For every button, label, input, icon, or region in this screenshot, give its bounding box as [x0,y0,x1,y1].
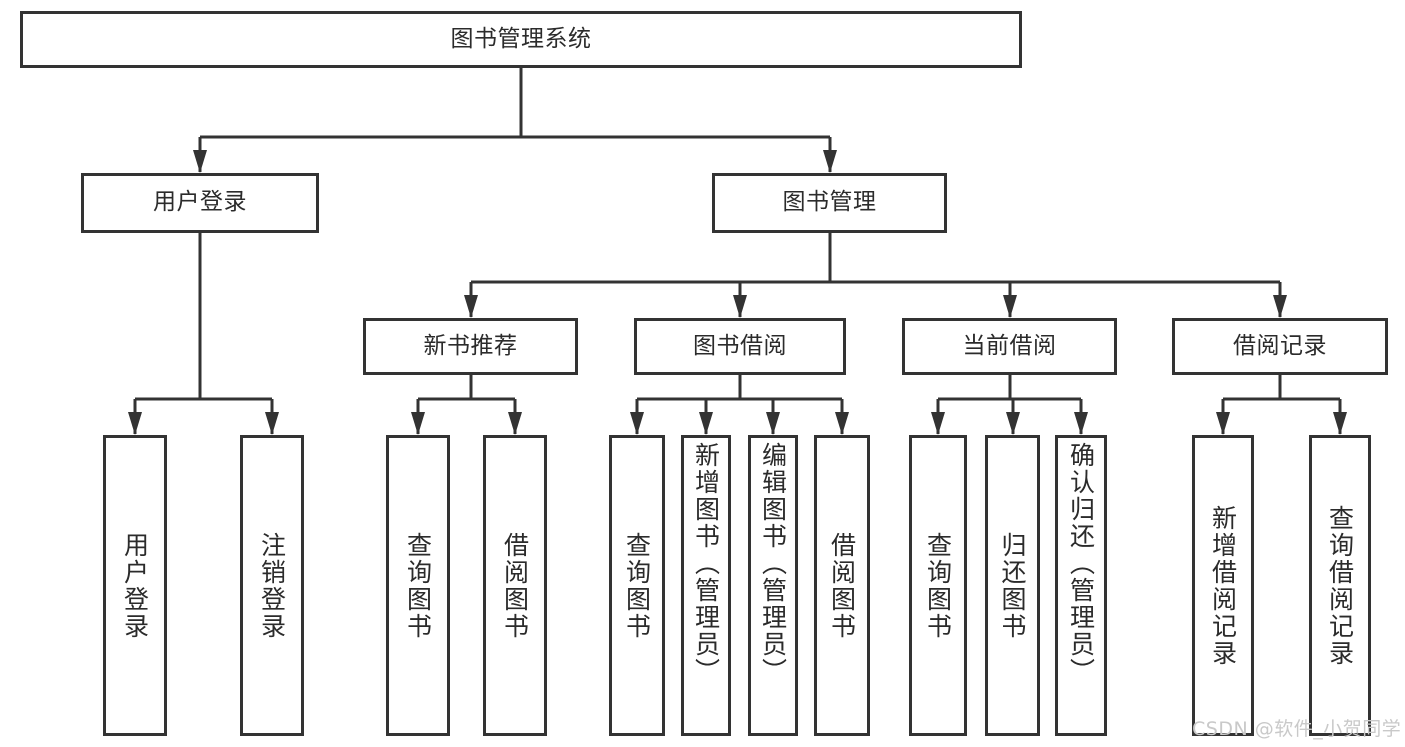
node-leaf-query-book-2[interactable]: 查询图书 [609,435,665,736]
node-leaf-query-book-3[interactable]: 查询图书 [909,435,967,736]
node-label: 归还图书 [998,531,1027,640]
node-label: 当前借阅 [962,332,1057,359]
node-label: 查询借阅记录 [1325,504,1355,667]
node-label: 注销登录 [257,531,287,640]
node-label: 图书借阅 [693,332,787,359]
node-label: 编辑图书（管理员） [758,442,788,685]
node-new-book-rec[interactable]: 新书推荐 [363,318,578,375]
node-book-manage[interactable]: 图书管理 [712,173,947,233]
node-current-borrow[interactable]: 当前借阅 [902,318,1117,375]
node-label: 查询图书 [923,531,953,640]
node-label: 用户登录 [120,531,150,640]
node-borrow-record[interactable]: 借阅记录 [1172,318,1388,375]
node-label: 新增图书（管理员） [691,442,721,685]
node-leaf-add-record[interactable]: 新增借阅记录 [1192,435,1254,736]
node-leaf-query-record[interactable]: 查询借阅记录 [1309,435,1371,736]
node-label: 新书推荐 [423,332,518,359]
node-leaf-logout[interactable]: 注销登录 [240,435,304,736]
node-leaf-return-book[interactable]: 归还图书 [985,435,1040,736]
node-label: 新增借阅记录 [1208,504,1238,667]
node-leaf-user-login[interactable]: 用户登录 [103,435,167,736]
node-label: 确认归还（管理员） [1066,442,1096,685]
watermark-text: CSDN @软件_小贺同学 [1192,718,1402,740]
node-root[interactable]: 图书管理系统 [20,11,1022,68]
node-user-login[interactable]: 用户登录 [81,173,319,233]
node-book-borrow[interactable]: 图书借阅 [634,318,846,375]
node-label: 借阅图书 [827,531,857,640]
node-label: 借阅记录 [1233,332,1327,359]
node-label: 借阅图书 [500,531,530,640]
node-label: 图书管理 [782,189,877,216]
node-leaf-query-book-1[interactable]: 查询图书 [386,435,450,736]
node-leaf-borrow-book-2[interactable]: 借阅图书 [814,435,870,736]
node-leaf-add-book[interactable]: 新增图书（管理员） [681,435,731,736]
node-label: 用户登录 [153,189,247,216]
node-leaf-confirm-return[interactable]: 确认归还（管理员） [1055,435,1107,736]
node-label: 查询图书 [622,531,652,640]
node-leaf-edit-book[interactable]: 编辑图书（管理员） [748,435,798,736]
node-label: 图书管理系统 [450,25,592,52]
node-label: 查询图书 [403,531,433,640]
node-leaf-borrow-book-1[interactable]: 借阅图书 [483,435,547,736]
